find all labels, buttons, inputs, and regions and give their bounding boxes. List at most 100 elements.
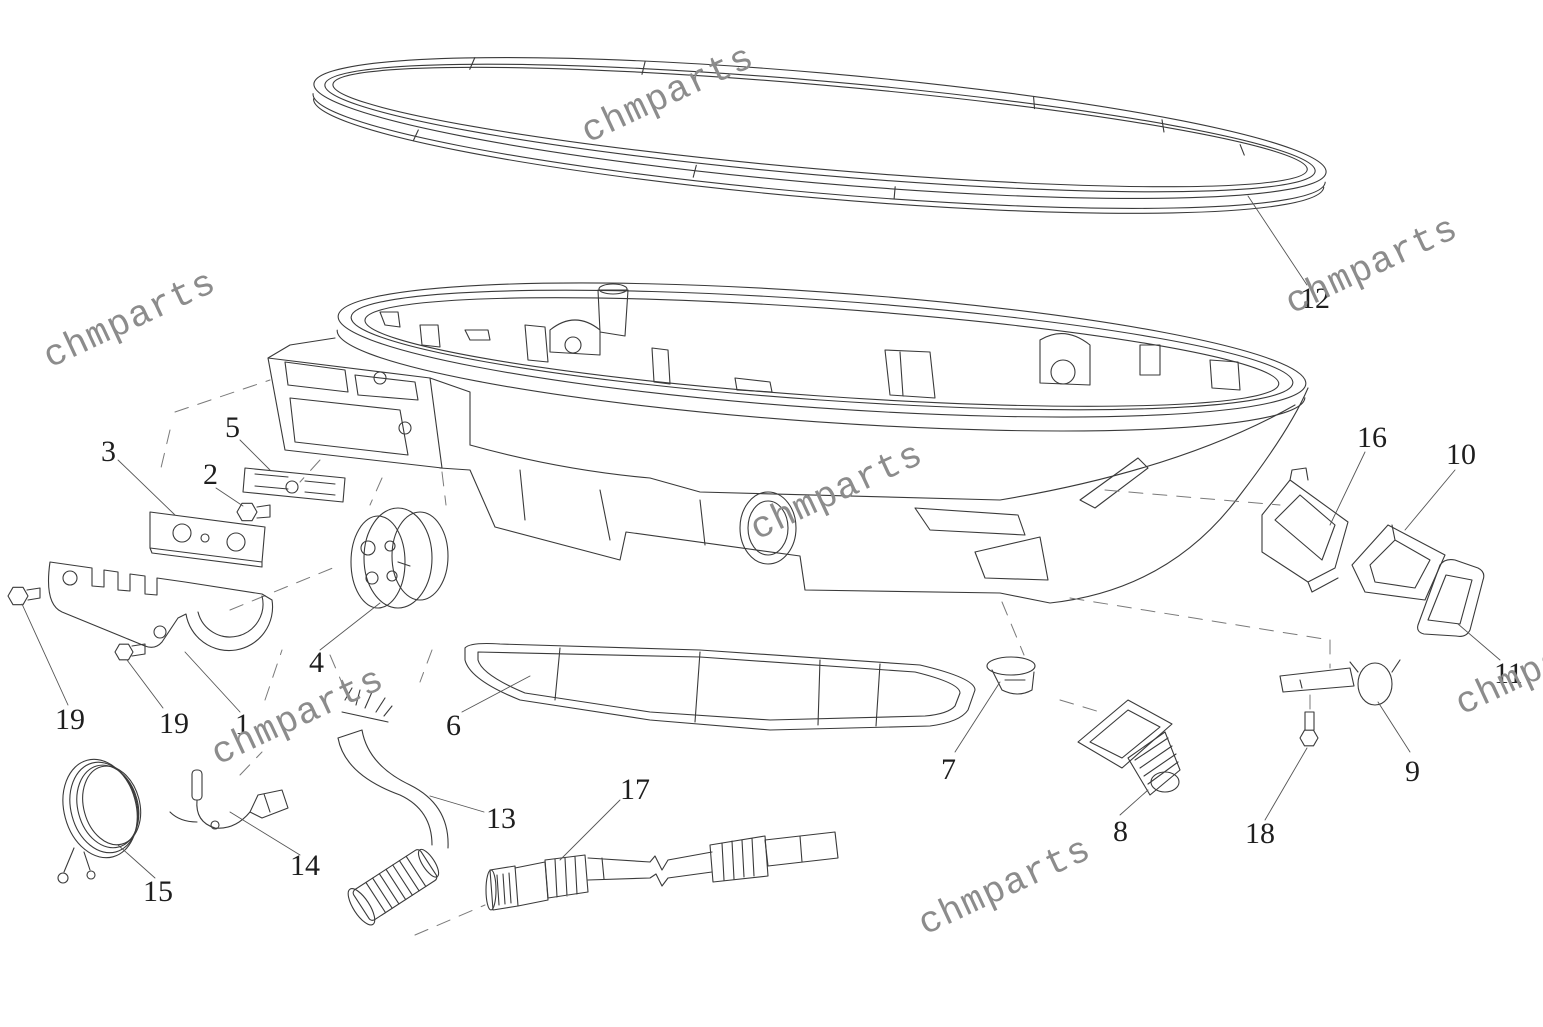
callout-13: 13 xyxy=(486,802,516,835)
callout-1: 1 xyxy=(235,708,250,741)
plate-hole xyxy=(285,480,299,494)
dashed-guide xyxy=(414,904,486,936)
grommet-slot xyxy=(397,561,411,567)
grommet-hole xyxy=(365,571,379,585)
leader-line-12 xyxy=(1247,195,1308,286)
part-6-flat-gasket xyxy=(464,642,976,731)
grommet-hole xyxy=(360,540,376,556)
leader-line-13 xyxy=(429,795,485,813)
harness-cable xyxy=(337,729,449,849)
rim-outer-edge xyxy=(337,282,1307,418)
part-11-rubber-seal xyxy=(1417,559,1485,637)
bolt-hex-head xyxy=(7,586,29,606)
cable-right-plug xyxy=(764,831,839,867)
bolt-shank xyxy=(26,587,41,601)
part-15-coiled-wire xyxy=(62,758,142,859)
post-top xyxy=(598,283,628,295)
bracket-hole xyxy=(62,570,78,586)
coil-lead xyxy=(63,847,91,873)
cap-cup xyxy=(991,669,1035,695)
cable-ribbed-connector xyxy=(709,835,769,883)
connector-body xyxy=(352,849,438,921)
leader-line-17 xyxy=(559,799,621,861)
harness-connector xyxy=(347,848,440,926)
watermark-text-clipped: chmparts xyxy=(1449,609,1543,726)
sensor-wire xyxy=(169,799,251,829)
connector-ribs xyxy=(365,855,427,914)
part-3-mounting-plate xyxy=(149,511,266,568)
coil-loop xyxy=(76,764,140,849)
rim-inner-edge xyxy=(350,289,1294,411)
dashed-guide xyxy=(239,751,263,776)
grommet-neck-end xyxy=(1150,771,1180,793)
ring-outer-edge xyxy=(313,57,1327,199)
rim-front-band xyxy=(336,329,1306,432)
grommet-hole xyxy=(386,570,398,582)
callout-14: 14 xyxy=(290,849,320,882)
plate-hole xyxy=(172,523,192,543)
part-2-bolt xyxy=(236,502,271,522)
grommet-frame xyxy=(1077,699,1173,769)
dashed-guide xyxy=(299,459,321,483)
callout-4: 4 xyxy=(309,646,324,679)
plate-hole xyxy=(226,532,246,552)
bolt-shank xyxy=(1304,711,1315,731)
housing-cylinder-bore xyxy=(747,500,789,556)
coil-loop xyxy=(69,761,139,854)
cap-flange xyxy=(986,656,1036,676)
part-14-sensor xyxy=(169,769,289,830)
leader-line-14 xyxy=(229,811,301,856)
mount-box-hole xyxy=(373,371,387,385)
leader-line-10 xyxy=(1404,469,1456,531)
callout-8: 8 xyxy=(1113,815,1128,848)
cable-ribbed-sleeve xyxy=(544,854,589,899)
gasket-outer-edge xyxy=(464,642,976,731)
sensor-connector xyxy=(249,789,289,819)
leader-line-19-right xyxy=(126,659,164,709)
leader-line-15 xyxy=(117,844,156,879)
dashed-guide xyxy=(1001,601,1025,656)
assembly-guide-lines xyxy=(159,379,1331,936)
callout-16: 16 xyxy=(1357,421,1387,454)
sensor-ring xyxy=(210,820,220,830)
bracket-hole xyxy=(153,625,167,639)
bolt-hex-head xyxy=(114,643,134,661)
housing-body-outline xyxy=(439,387,1309,604)
connector-outline xyxy=(1261,467,1349,593)
rim-inner-lip xyxy=(364,297,1280,407)
callout-2: 2 xyxy=(203,458,218,491)
part-16-connector xyxy=(1261,467,1349,593)
cable-left-face xyxy=(485,869,497,911)
gasket-inner-edge xyxy=(477,651,961,721)
coil-loop xyxy=(82,765,142,846)
dashed-guide xyxy=(369,477,383,506)
bolt-hex-head xyxy=(236,502,258,522)
leader-line-9 xyxy=(1377,701,1411,753)
leader-line-18 xyxy=(1264,747,1308,821)
housing-left-mount-box xyxy=(267,337,471,469)
callout-12: 12 xyxy=(1300,282,1330,315)
callout-15: 15 xyxy=(143,875,173,908)
watermarks: chmparts chmparts chmparts chmparts chmp… xyxy=(37,37,1543,946)
seal-outline xyxy=(1417,559,1485,637)
ring-terminal xyxy=(86,870,96,880)
part-17-connector-cable xyxy=(485,831,839,911)
grommet-body xyxy=(363,507,433,609)
part-19-bolt-right xyxy=(114,643,146,661)
part-13-wire-harness xyxy=(337,687,449,926)
clip-ring xyxy=(1357,662,1393,706)
plate-outline xyxy=(149,511,266,568)
dashed-guide xyxy=(1069,597,1331,641)
bolt-shank xyxy=(256,504,271,519)
coil-loop xyxy=(62,758,138,859)
watermark-text: chmparts xyxy=(37,262,223,379)
leader-line-16 xyxy=(1329,451,1366,526)
plate-outline xyxy=(242,467,346,503)
dashed-guide xyxy=(1059,699,1101,713)
dashed-guide xyxy=(419,649,433,683)
leader-line-11 xyxy=(1457,623,1501,661)
callout-6: 6 xyxy=(446,709,461,742)
sensor-tube xyxy=(191,769,203,801)
connector-collar xyxy=(417,848,440,878)
watermark-text: chmparts xyxy=(1279,208,1465,325)
